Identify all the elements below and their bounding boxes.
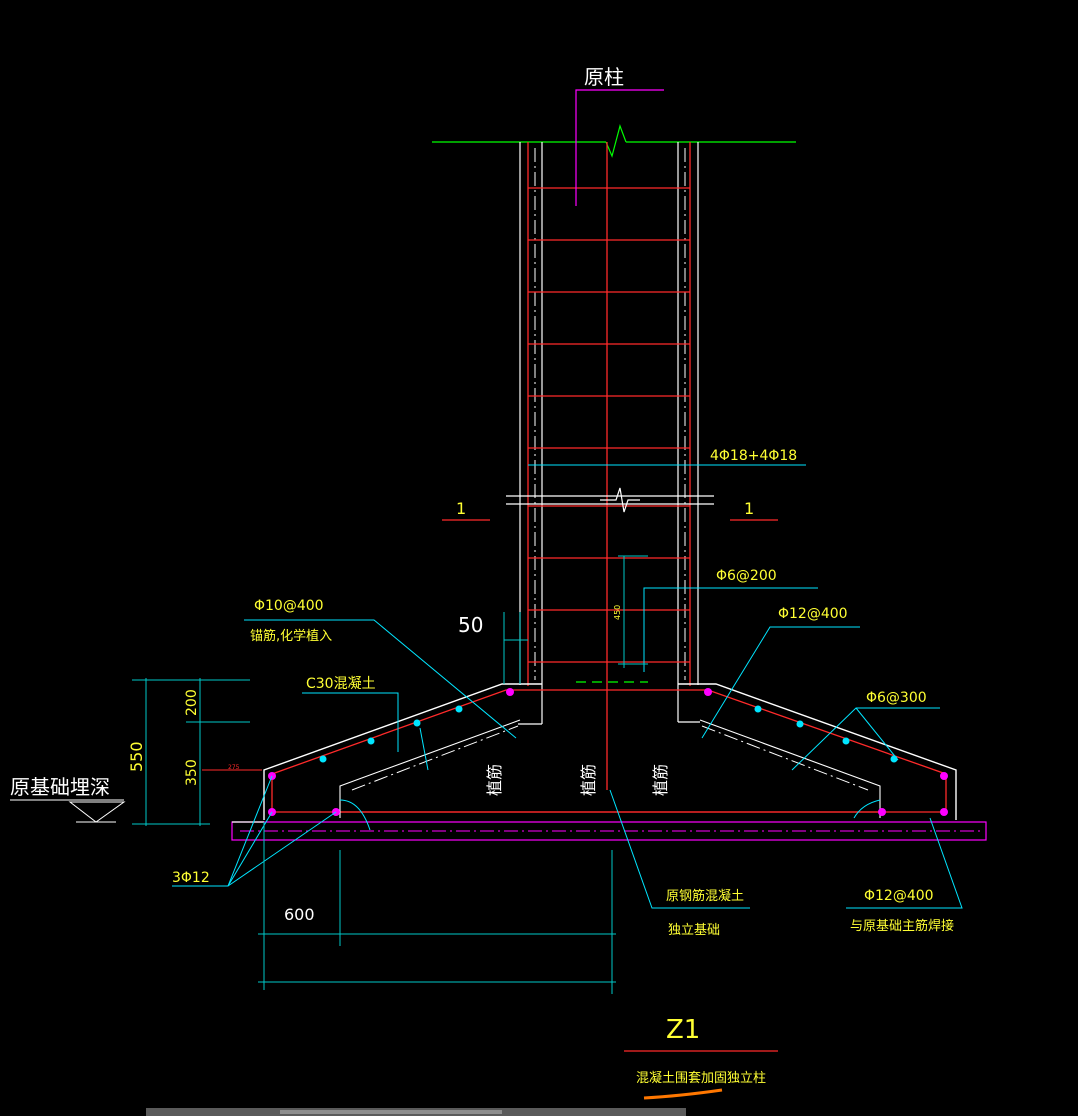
title-underline-orange — [643, 1088, 723, 1100]
original-footing-label-2: 独立基础 — [668, 923, 720, 938]
dim-450-label: 450 — [613, 605, 622, 620]
foundation-depth-label: 原基础埋深 — [10, 775, 110, 799]
planted-bar-label-3: 植筋 — [651, 764, 670, 796]
dim-350-label: 350 — [184, 759, 200, 786]
planted-bar-label-2: 植筋 — [579, 764, 598, 796]
concrete-grade-label: C30混凝土 — [306, 676, 376, 692]
dim-200-label: 200 — [184, 689, 200, 716]
scrollbar-thumb[interactable] — [280, 1110, 502, 1114]
detail-title: 混凝土围套加固独立柱 — [636, 1070, 766, 1086]
rebar-dots — [268, 688, 948, 816]
right-rebar-dist-label: Φ6@300 — [866, 690, 927, 706]
detail-id: Z1 — [666, 1015, 700, 1045]
section-mark-right: 1 — [744, 499, 754, 518]
dim-600-label: 600 — [284, 905, 315, 924]
dim-275-label: 275 — [228, 764, 240, 771]
main-rebar-label: 4Φ18+4Φ18 — [710, 448, 797, 464]
section-mark-left: 1 — [456, 499, 466, 518]
dim-50-label: 50 — [458, 613, 483, 637]
column-stirrups — [528, 187, 690, 663]
horizontal-scrollbar[interactable] — [146, 1108, 686, 1116]
anchor-rebar-spec: Φ10@400 — [254, 598, 324, 614]
original-column-label: 原柱 — [584, 65, 624, 89]
section-break — [506, 487, 714, 513]
original-footing-label-1: 原钢筋混凝土 — [666, 888, 744, 904]
planted-bar-label-1: 植筋 — [485, 764, 504, 796]
dimension-lines — [132, 555, 648, 994]
dim-550-label: 550 — [127, 741, 146, 772]
weld-note: 与原基础主筋焊接 — [850, 918, 954, 934]
stirrup-label: Φ6@200 — [716, 568, 777, 584]
bottom-left-rebar-label: 3Φ12 — [172, 870, 210, 886]
original-column-leader — [575, 89, 664, 206]
leader-lines — [172, 464, 963, 909]
ground-symbol — [10, 799, 126, 823]
original-column — [432, 124, 796, 790]
right-rebar-top-label: Φ12@400 — [778, 606, 848, 622]
anchor-rebar-note: 锚筋,化学植入 — [250, 628, 332, 644]
weld-rebar-spec: Φ12@400 — [864, 888, 934, 904]
jacket-footing — [231, 681, 987, 841]
